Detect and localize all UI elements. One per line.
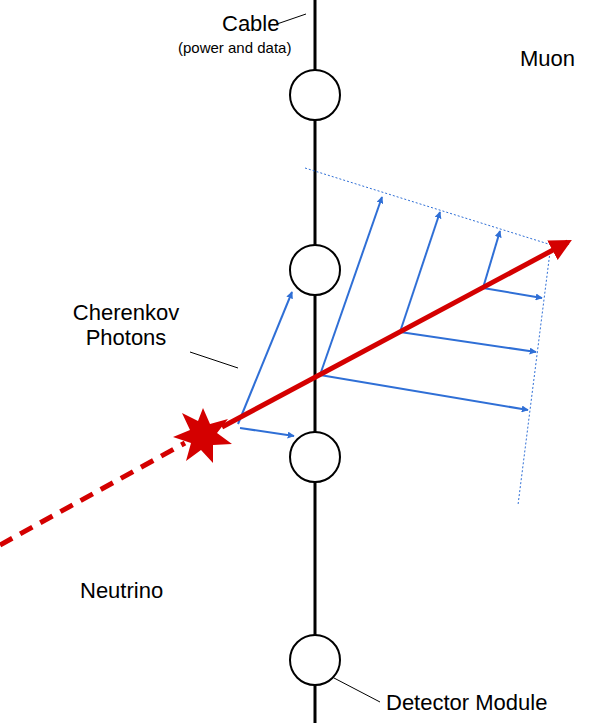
leader-line [190,352,238,368]
cable-sublabel: (power and data) [178,39,291,56]
leader-line [334,678,380,702]
muon-track [222,242,568,427]
wavefront-line [518,252,550,505]
interaction-star [173,408,232,463]
photon-arrows [238,197,542,436]
muon-label: Muon [520,46,575,71]
neutrino-label: Neutrino [80,578,163,603]
photon-label: Cherenkov Photons [62,300,190,351]
neutrino-track [0,443,185,545]
module-label: Detector Module [386,690,547,715]
cable-label: Cable [222,11,279,36]
